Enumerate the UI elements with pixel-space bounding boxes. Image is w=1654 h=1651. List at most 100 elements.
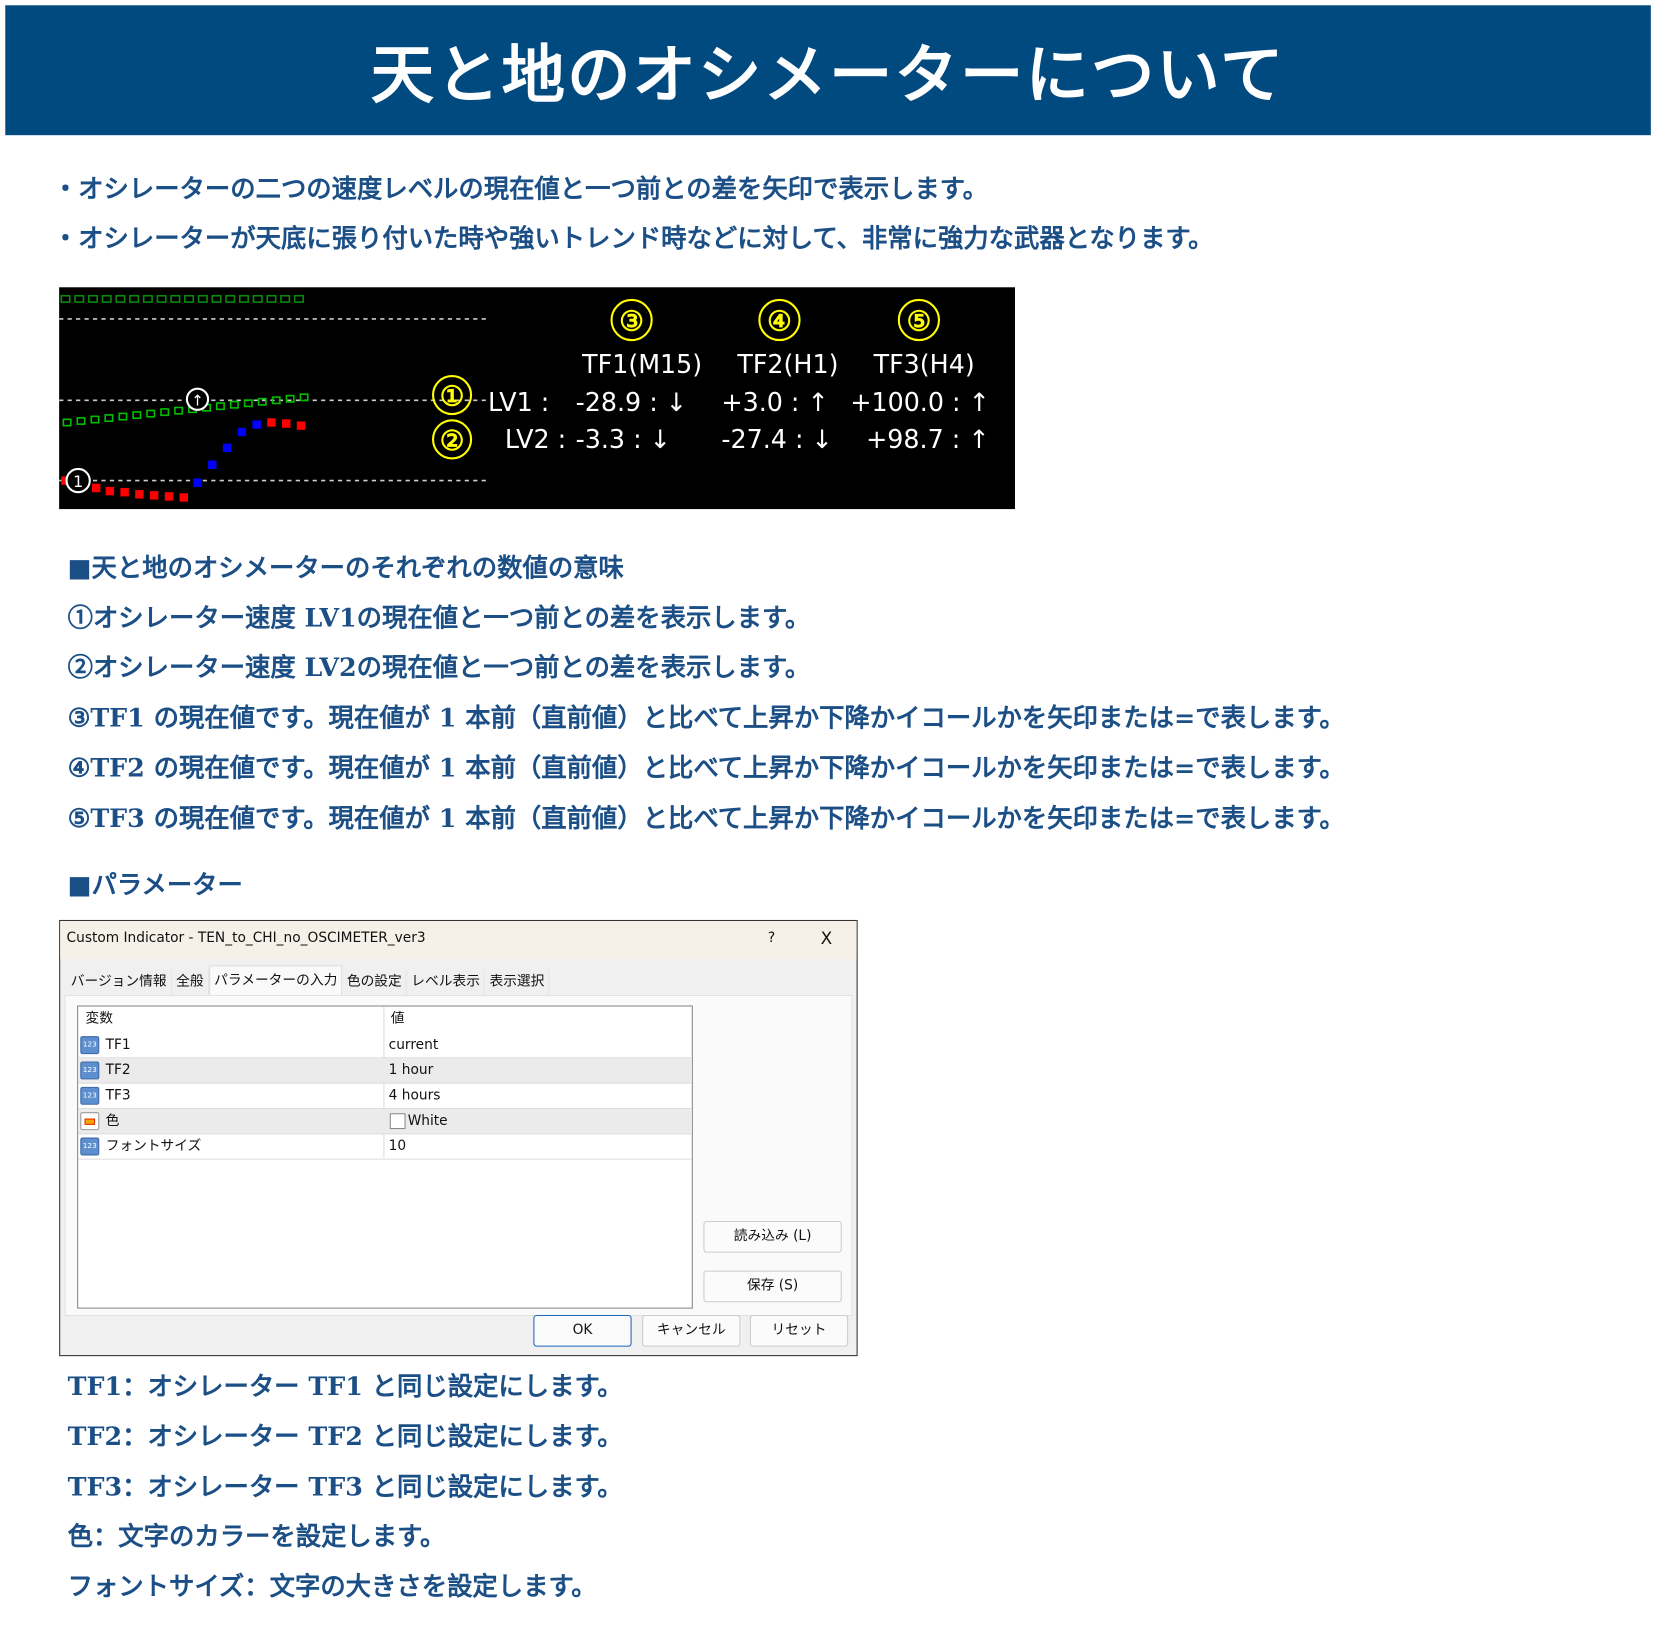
close-button[interactable]: X bbox=[820, 928, 833, 949]
upper-band-mark bbox=[252, 294, 263, 303]
table-row[interactable]: 123 フォントサイズ 10 bbox=[78, 1134, 692, 1160]
param-description: TF3：オシレーター TF3 と同じ設定にします。 bbox=[67, 1471, 623, 1502]
column-header-value[interactable]: 値 bbox=[390, 1010, 405, 1027]
tab-visualization[interactable]: 表示選択 bbox=[485, 969, 550, 995]
upper-band-mark bbox=[60, 294, 71, 303]
help-button[interactable]: ? bbox=[767, 930, 776, 947]
upper-band-mark bbox=[129, 294, 140, 303]
row-label-lv2: LV2 : bbox=[505, 424, 566, 454]
lv1-tf1: -28.9 : ↓ bbox=[576, 387, 687, 417]
tab-general[interactable]: 全般 bbox=[171, 969, 209, 995]
param-value[interactable]: 4 hours bbox=[388, 1087, 441, 1104]
oscillator-bar bbox=[105, 486, 115, 496]
meaning-line: ④TF2 の現在値です。現在値が 1 本前（直前値）と比べて上昇か下降かイコール… bbox=[67, 752, 1345, 783]
meaning-heading: ■天と地のオシメーターのそれぞれの数値の意味 bbox=[67, 552, 624, 584]
upper-band-mark bbox=[142, 294, 153, 303]
oscillator-green-mark bbox=[299, 393, 309, 402]
signal-label: 1 bbox=[73, 472, 83, 491]
upper-band-mark bbox=[115, 294, 126, 303]
marker-2: ② bbox=[440, 425, 465, 457]
oscillator-bar bbox=[252, 420, 261, 429]
params-heading: ■パラメーター bbox=[67, 869, 243, 900]
load-button[interactable]: 読み込み (L) bbox=[703, 1220, 842, 1253]
oscillator-bar bbox=[282, 419, 291, 428]
tab-levels[interactable]: レベル表示 bbox=[407, 969, 486, 995]
upper-band-mark bbox=[280, 294, 291, 303]
meaning-line: ①オシレーター速度 LV1の現在値と一つ前との差を表示します。 bbox=[67, 602, 811, 633]
oscillator-bar bbox=[193, 478, 202, 487]
marker-1: ① bbox=[440, 381, 465, 413]
upper-band-mark bbox=[156, 294, 167, 303]
integer-param-icon: 123 bbox=[80, 1036, 100, 1055]
oscillator-green-mark bbox=[285, 394, 295, 403]
param-description: フォントサイズ：文字の大きさを設定します。 bbox=[67, 1570, 597, 1602]
table-header: 変数 値 bbox=[78, 1007, 692, 1032]
signal-up-circle-icon bbox=[185, 387, 210, 411]
dialog-titlebar: Custom Indicator - TEN_to_CHI_no_OSCIMET… bbox=[60, 921, 857, 960]
column-tf2: TF2(H1) bbox=[736, 349, 838, 379]
tab-version-info[interactable]: バージョン情報 bbox=[66, 969, 172, 995]
indicator-chart: ③ ④ ⑤ ① ② TF1(M15) TF2(H1) TF3(H4) LV1 :… bbox=[59, 287, 1016, 510]
upper-band-mark bbox=[293, 294, 304, 303]
upper-band-mark bbox=[238, 294, 249, 303]
indicator-chart-svg: ③ ④ ⑤ ① ② TF1(M15) TF2(H1) TF3(H4) LV1 :… bbox=[59, 294, 990, 502]
signal-up-arrow-icon: ↑ bbox=[191, 393, 203, 410]
param-name: TF1 bbox=[105, 1037, 131, 1054]
param-description: TF1：オシレーター TF1 と同じ設定にします。 bbox=[67, 1370, 623, 1402]
oscillator-green-mark bbox=[118, 412, 128, 421]
color-swatch[interactable] bbox=[389, 1113, 406, 1130]
oscillator-green-mark bbox=[62, 418, 72, 427]
upper-band-mark bbox=[225, 294, 236, 303]
tab-colors[interactable]: 色の設定 bbox=[342, 969, 408, 995]
tab-parameters[interactable]: パラメーターの入力 bbox=[208, 965, 343, 995]
oscillator-green-mark bbox=[90, 415, 100, 424]
table-row[interactable]: 123 TF1 current bbox=[78, 1033, 692, 1059]
ok-button[interactable]: OK bbox=[533, 1314, 632, 1347]
oscillator-bar bbox=[208, 460, 217, 469]
integer-param-icon: 123 bbox=[80, 1137, 100, 1156]
save-button[interactable]: 保存 (S) bbox=[703, 1270, 842, 1303]
column-header-variable[interactable]: 変数 bbox=[85, 1010, 114, 1027]
oscillator-bar bbox=[267, 418, 276, 427]
param-name: フォントサイズ bbox=[105, 1138, 202, 1155]
param-value[interactable]: current bbox=[388, 1037, 439, 1054]
upper-band-mark bbox=[184, 294, 195, 303]
tab-bar: バージョン情報 全般 パラメーターの入力 色の設定 レベル表示 表示選択 bbox=[66, 965, 550, 995]
upper-band-mark bbox=[87, 294, 98, 303]
param-value[interactable]: 10 bbox=[388, 1138, 407, 1155]
param-name: 色 bbox=[105, 1113, 120, 1130]
integer-param-icon: 123 bbox=[80, 1061, 100, 1080]
oscillator-bar bbox=[296, 421, 306, 430]
upper-band-mark bbox=[74, 294, 85, 303]
oscillator-green-mark bbox=[104, 414, 114, 423]
param-value[interactable]: White bbox=[407, 1113, 448, 1130]
oscillator-bar bbox=[164, 492, 174, 501]
table-row[interactable]: 色 White bbox=[78, 1109, 692, 1135]
column-tf3: TF3(H4) bbox=[873, 349, 975, 379]
reset-button[interactable]: リセット bbox=[749, 1314, 849, 1347]
table-row[interactable]: 123 TF2 1 hour bbox=[78, 1058, 692, 1084]
param-description: TF2：オシレーター TF2 と同じ設定にします。 bbox=[67, 1420, 623, 1452]
oscillator-green-mark bbox=[215, 402, 225, 411]
param-value[interactable]: 1 hour bbox=[388, 1062, 434, 1079]
param-name: TF2 bbox=[105, 1062, 131, 1079]
integer-param-icon: 123 bbox=[80, 1086, 100, 1105]
dialog-title: Custom Indicator - TEN_to_CHI_no_OSCIMET… bbox=[66, 930, 426, 947]
oscillator-green-mark bbox=[146, 409, 156, 418]
marker-circle-1 bbox=[431, 374, 473, 416]
oscillator-green-mark bbox=[76, 417, 86, 425]
upper-band-mark bbox=[197, 294, 208, 303]
oscillator-green-mark bbox=[174, 406, 184, 415]
upper-band-mark bbox=[101, 294, 112, 303]
lv2-tf2: -27.4 : ↓ bbox=[721, 424, 832, 454]
upper-band-mark bbox=[266, 294, 277, 303]
color-param-icon bbox=[80, 1112, 100, 1131]
title-banner: 天と地のオシメーターについて bbox=[5, 5, 1651, 136]
upper-band-mark bbox=[170, 294, 181, 303]
oscillator-green-mark bbox=[229, 400, 239, 409]
intro-line: ・オシレーターの二つの速度レベルの現在値と一つ前との差を矢印で表示します。 bbox=[52, 173, 988, 204]
cancel-button[interactable]: キャンセル bbox=[642, 1314, 741, 1347]
lv1-tf3: +100.0 : ↑ bbox=[850, 387, 990, 417]
